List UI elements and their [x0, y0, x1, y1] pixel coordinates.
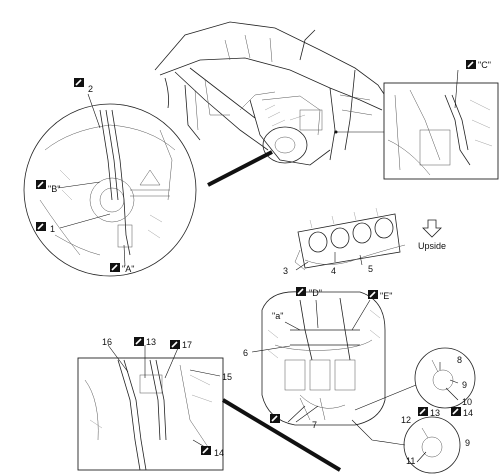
clamp-icon — [450, 406, 462, 417]
detail-circle-small-top — [414, 347, 476, 409]
callout-labels: 2 "B" 1 "A" "C" 3 4 5 "D" "E" "a" 6 7 8 … — [48, 60, 491, 466]
callout-5: 5 — [368, 264, 373, 274]
callout-8: 8 — [457, 355, 462, 365]
callout-9-top: 9 — [462, 380, 467, 390]
clamp-icon — [417, 406, 429, 417]
zoom-connector-left — [207, 150, 273, 187]
callout-17: 17 — [182, 340, 192, 350]
callout-10: 10 — [462, 397, 472, 407]
detail-box-c — [383, 82, 499, 180]
motorcycle-frame-drawing — [154, 21, 389, 166]
callout-4: 4 — [331, 266, 336, 276]
throttle-body-drawing — [294, 207, 406, 271]
callout-9-bottom: 9 — [465, 438, 470, 448]
clamp-icon — [295, 286, 307, 297]
callout-16: 16 — [102, 337, 112, 347]
clamp-icon — [109, 262, 121, 273]
callout-13-left: 13 — [146, 337, 156, 347]
lower-engine-drawing — [261, 291, 386, 426]
clamp-icon — [169, 339, 181, 350]
clamp-icon — [133, 336, 145, 347]
callout-ref-d: "D" — [309, 288, 322, 298]
callout-11: 11 — [406, 456, 415, 466]
callout-14-left: 14 — [214, 448, 224, 458]
hollow-arrow-down-icon — [422, 219, 442, 238]
clamp-icon — [35, 179, 47, 190]
callout-14-right: 14 — [463, 408, 473, 418]
clamp-icon — [465, 59, 477, 70]
zoom-connector-circle-a — [354, 384, 417, 411]
clamp-icon — [367, 289, 379, 300]
callout-6: 6 — [243, 348, 248, 358]
detail-circle-left — [23, 103, 197, 277]
callout-1: 1 — [50, 224, 55, 234]
clamp-icon — [200, 445, 212, 456]
callout-7: 7 — [312, 420, 317, 430]
callout-13-right: 13 — [430, 408, 440, 418]
callout-2: 2 — [88, 84, 93, 94]
callout-3: 3 — [283, 266, 288, 276]
callout-ref-e: "E" — [380, 291, 392, 301]
clamp-icon — [35, 221, 47, 232]
zoom-connector-bottom — [221, 398, 342, 472]
callout-ref-a: "A" — [122, 264, 134, 274]
leader-lines — [57, 69, 459, 463]
callout-15: 15 — [222, 372, 232, 382]
callout-ref-b: "B" — [48, 184, 60, 194]
detail-box-bottom-left — [77, 357, 224, 471]
clamp-icon — [269, 413, 281, 424]
zoom-connector-circle-b — [351, 419, 406, 446]
callout-12: 12 — [401, 415, 411, 425]
upside-label: Upside — [418, 241, 446, 251]
callout-ref-a-lower: "a" — [272, 311, 283, 321]
callout-ref-c: "C" — [478, 60, 491, 70]
clamp-icon — [73, 77, 85, 88]
